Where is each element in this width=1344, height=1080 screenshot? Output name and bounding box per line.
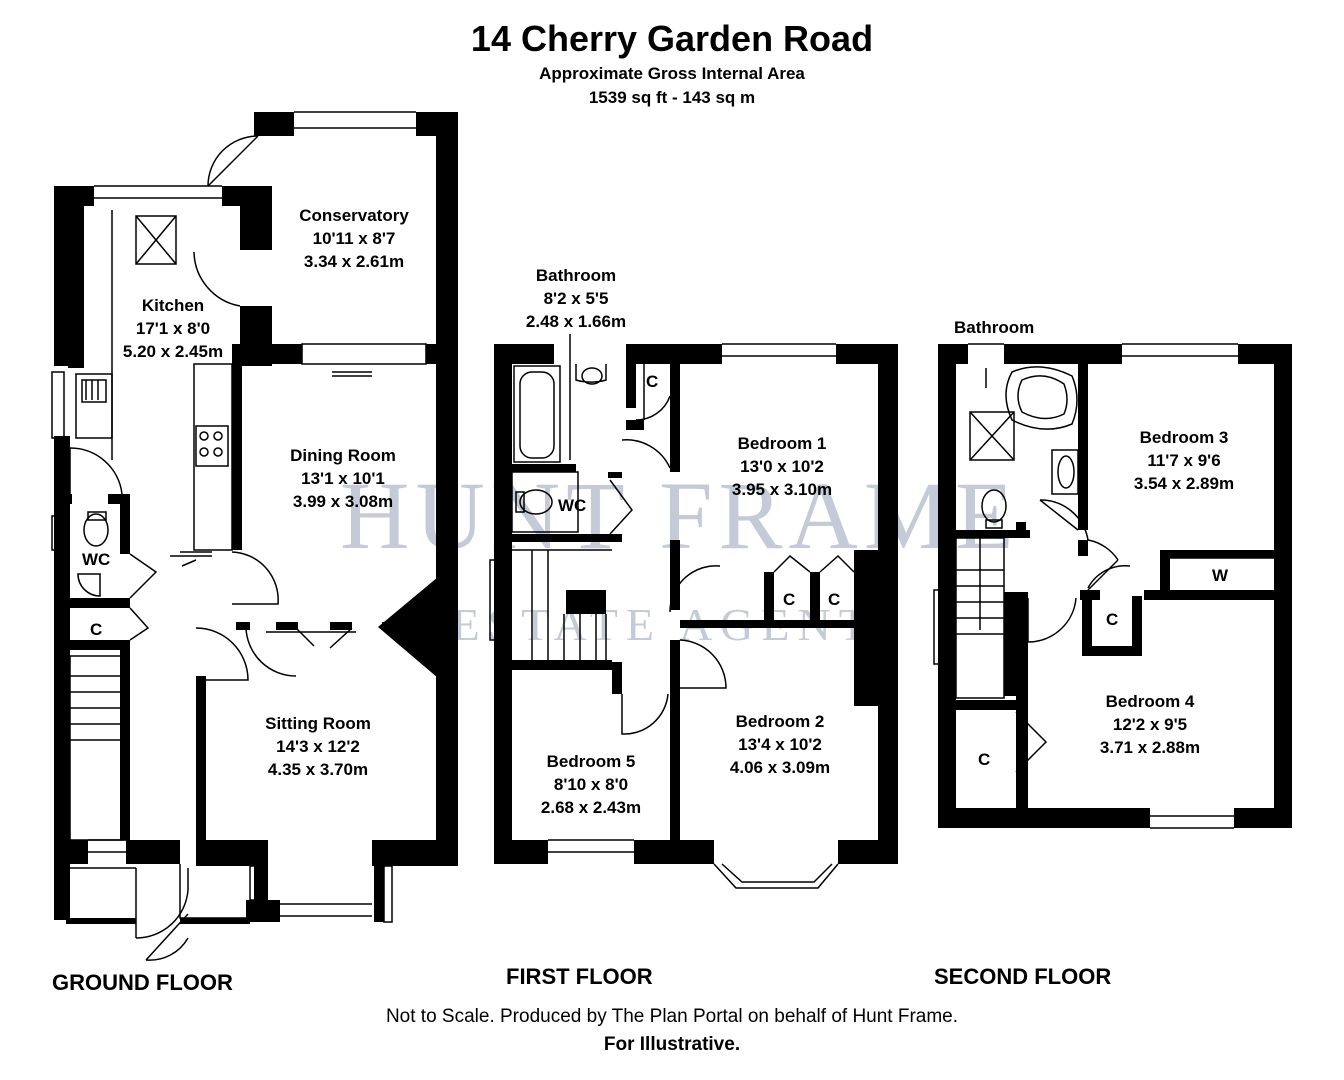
room-imperial: 11'7 x 9'6: [1147, 451, 1221, 470]
room-metric: 2.48 x 1.66m: [525, 312, 627, 331]
area-value: 1539 sq ft - 143 sq m: [588, 88, 756, 107]
ground-wc-label: WC: [82, 550, 111, 569]
room-metric: 4.06 x 3.09m: [729, 758, 831, 777]
room-name: Bedroom 2: [735, 712, 825, 731]
room-name: Bedroom 4: [1105, 692, 1195, 711]
second-wardrobe-label: W: [1212, 566, 1229, 585]
room-imperial: 8'2 x 5'5: [543, 289, 609, 308]
first-floor-plan: [494, 344, 898, 864]
room-metric: 3.99 x 3.08m: [292, 492, 394, 511]
room-name: Sitting Room: [265, 714, 371, 733]
room-name: Bedroom 1: [737, 434, 827, 453]
ground-cupboard-label: C: [90, 620, 103, 639]
room-imperial: 12'2 x 9'5: [1112, 715, 1188, 734]
second-cupboard-label-1: C: [1106, 610, 1119, 629]
first-wc-label: WC: [558, 496, 587, 515]
second-floor-label: SECOND FLOOR: [934, 964, 1112, 989]
room-kitchen: Kitchen 17'1 x 8'0 5.20 x 2.45m: [100, 294, 246, 363]
room-bedroom-1: Bedroom 1 13'0 x 10'2 3.95 x 3.10m: [702, 432, 862, 501]
first-cupboard-label-3: C: [828, 590, 841, 609]
room-metric: 3.71 x 2.88m: [1099, 738, 1201, 757]
second-floor-plan: [938, 344, 1292, 828]
room-metric: 4.35 x 3.70m: [267, 760, 369, 779]
room-imperial: 13'0 x 10'2: [740, 457, 824, 476]
room-sitting-room: Sitting Room 14'3 x 12'2 4.35 x 3.70m: [236, 712, 400, 781]
first-floor-lines: [489, 334, 855, 889]
room-metric: 3.95 x 3.10m: [731, 480, 833, 499]
area-subtitle: Approximate Gross Internal Area: [539, 64, 805, 83]
room-name: Bathroom: [535, 266, 617, 285]
ground-floor-label: GROUND FLOOR: [52, 970, 233, 995]
room-bedroom-5: Bedroom 5 8'10 x 8'0 2.68 x 2.43m: [516, 750, 666, 819]
ground-floor-lines: [51, 111, 427, 961]
room-bedroom-3: Bedroom 3 11'7 x 9'6 3.54 x 2.89m: [1104, 426, 1264, 495]
second-cupboard-label-2: C: [978, 750, 991, 769]
footer-note: Not to Scale. Produced by The Plan Porta…: [385, 1006, 959, 1027]
room-bedroom-4: Bedroom 4 12'2 x 9'5 3.71 x 2.88m: [1070, 690, 1230, 759]
room-metric: 5.20 x 2.45m: [122, 342, 224, 361]
room-metric: 3.54 x 2.89m: [1133, 474, 1235, 493]
page-title: 14 Cherry Garden Road: [470, 18, 874, 59]
room-name: Dining Room: [290, 446, 396, 465]
room-bathroom-second: Bathroom: [954, 318, 1035, 337]
room-imperial: 10'11 x 8'7: [312, 229, 396, 248]
second-floor-lines: [933, 343, 1274, 829]
first-cupboard-label-2: C: [783, 590, 796, 609]
room-name: Bedroom 5: [546, 752, 636, 771]
room-bathroom-first: Bathroom 8'2 x 5'5 2.48 x 1.66m: [504, 264, 648, 333]
footer-illustrative: For Illustrative.: [603, 1034, 741, 1055]
room-metric: 3.34 x 2.61m: [303, 252, 405, 271]
ground-floor-plan: [54, 112, 458, 924]
room-name: Conservatory: [299, 206, 409, 225]
room-imperial: 13'4 x 10'2: [738, 735, 822, 754]
first-floor-label: FIRST FLOOR: [506, 964, 653, 989]
room-imperial: 8'10 x 8'0: [553, 775, 629, 794]
room-conservatory: Conservatory 10'11 x 8'7 3.34 x 2.61m: [270, 204, 438, 273]
room-name: Kitchen: [141, 296, 205, 315]
room-dining-room: Dining Room 13'1 x 10'1 3.99 x 3.08m: [262, 444, 424, 513]
room-bedroom-2: Bedroom 2 13'4 x 10'2 4.06 x 3.09m: [700, 710, 860, 779]
room-imperial: 17'1 x 8'0: [135, 319, 211, 338]
room-imperial: 14'3 x 12'2: [276, 737, 360, 756]
room-imperial: 13'1 x 10'1: [301, 469, 385, 488]
room-metric: 2.68 x 2.43m: [540, 798, 642, 817]
first-cupboard-label-1: C: [646, 372, 659, 391]
room-name: Bedroom 3: [1139, 428, 1229, 447]
